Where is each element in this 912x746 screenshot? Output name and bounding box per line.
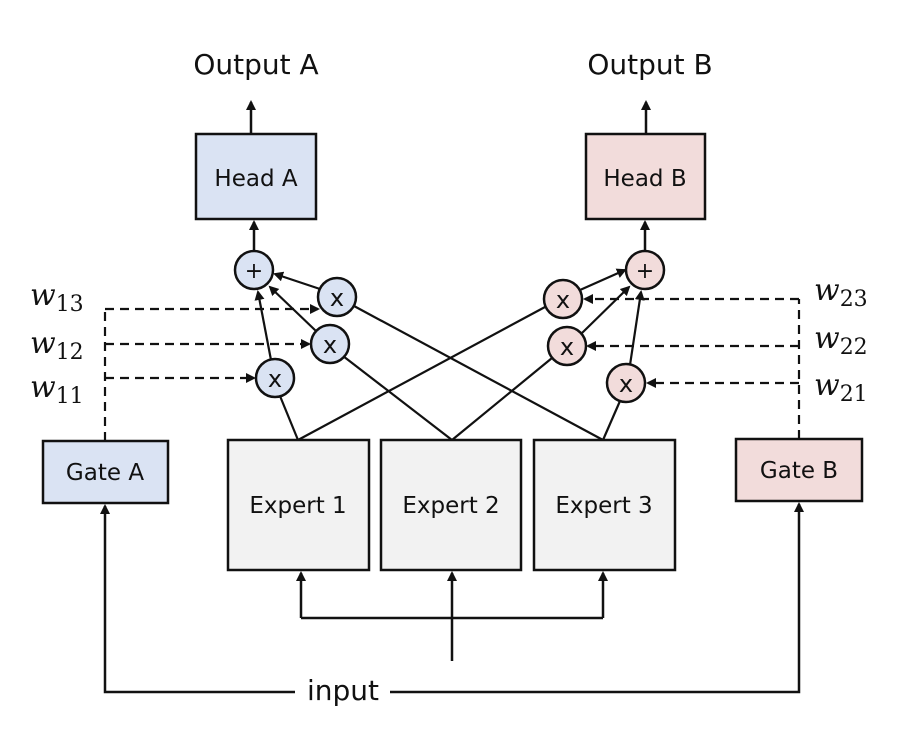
sum-node-a: + [233, 249, 275, 291]
line-expert1-to-mult-b1 [297, 306, 546, 441]
expert-1-label: Expert 1 [249, 493, 346, 519]
expert-3-label: Expert 3 [555, 493, 652, 519]
plus-icon: + [636, 259, 654, 284]
multiply-node-a2: x [309, 323, 351, 365]
gate-a: Gate A [41, 439, 170, 505]
input-bus [100, 502, 804, 694]
expert-1: Expert 1 [226, 438, 371, 572]
weight-label-w13: w13 [30, 278, 84, 317]
multiply-node-a1: x [254, 357, 296, 399]
head-a: Head A [194, 132, 318, 221]
weight-label-w22: w22 [814, 321, 868, 360]
multiply-icon: x [619, 370, 633, 398]
line-expert3-to-mult-b3 [601, 400, 622, 441]
output-b-label: Output B [587, 48, 712, 81]
multiply-icon: x [560, 333, 574, 361]
gate-b-label: Gate B [760, 458, 838, 484]
arrow-mult-a1-to-sum [254, 290, 273, 361]
gate-a-label: Gate A [66, 460, 144, 486]
expert-3: Expert 3 [532, 438, 677, 572]
multiply-node-b3: x [542, 278, 584, 320]
expert-2: Expert 2 [379, 438, 523, 572]
weight-label-w12: w12 [30, 326, 84, 365]
head-b: Head B [584, 132, 707, 221]
head-b-label: Head B [603, 166, 686, 192]
arrow-mult-b3-to-sum [579, 268, 627, 292]
arrow-mult-b2-to-sum [581, 285, 631, 334]
head-a-label: Head A [214, 166, 297, 192]
weight-label-w21: w21 [814, 368, 868, 407]
arrow-mult-b1-to-sum [628, 290, 645, 366]
plus-icon: + [245, 259, 263, 284]
line-expert2-to-mult-a2 [342, 355, 453, 441]
multiply-icon: x [330, 284, 344, 312]
arrow-input-to-gate-b [390, 502, 804, 694]
input-label: input [307, 674, 379, 707]
weight-label-w11: w11 [30, 370, 84, 409]
multiply-node-b1: x [605, 362, 647, 404]
sum-node-b: + [624, 249, 666, 291]
multiply-node-a3: x [316, 276, 358, 318]
weight-label-w23: w23 [814, 273, 868, 312]
line-expert3-to-mult-a3 [353, 305, 604, 441]
line-expert1-to-mult-a1 [278, 395, 300, 441]
line-expert2-to-mult-b2 [451, 357, 553, 441]
gate-a-weights [103, 304, 320, 441]
gate-b: Gate B [734, 437, 864, 503]
arrow-input-to-gate-a [100, 504, 295, 694]
multiply-icon: x [323, 331, 337, 359]
output-a-label: Output A [193, 48, 318, 81]
multiply-icon: x [556, 286, 570, 314]
multiply-icon: x [268, 365, 282, 393]
arrow-mult-a3-to-sum [273, 271, 321, 291]
gate-b-weights [583, 294, 801, 439]
multiply-node-b2: x [546, 325, 588, 367]
expert-2-label: Expert 2 [402, 493, 499, 519]
